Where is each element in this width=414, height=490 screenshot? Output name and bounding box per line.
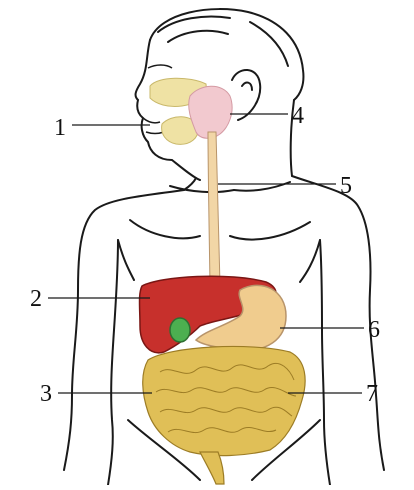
gallbladder	[170, 318, 190, 342]
esophagus	[208, 132, 220, 285]
label-1: 1	[54, 116, 66, 140]
intestines	[143, 346, 305, 484]
label-6: 6	[368, 318, 380, 342]
label-7: 7	[366, 382, 378, 406]
label-4: 4	[292, 104, 304, 128]
label-2: 2	[30, 287, 42, 311]
pharynx-salivary-gland	[189, 86, 232, 138]
label-3: 3	[40, 382, 52, 406]
label-5: 5	[340, 174, 352, 198]
